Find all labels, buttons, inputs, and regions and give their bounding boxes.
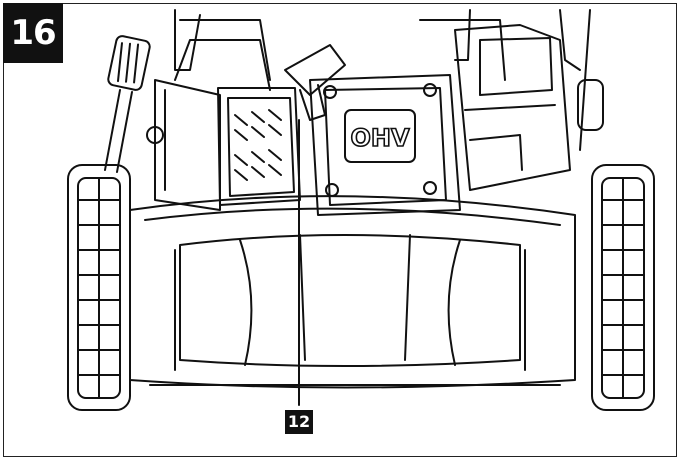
figure-number: 16 [3, 3, 63, 63]
right-side-housing [454, 24, 604, 191]
spark-plug-boot [284, 44, 346, 121]
mower-deck [129, 195, 576, 389]
ohv-badge-label: OHV [350, 124, 409, 152]
air-filter-cover [217, 87, 301, 206]
left-rear-wheel [67, 164, 131, 411]
height-adjust-lever [104, 35, 151, 173]
handle-frame [174, 9, 591, 151]
left-side-housing [146, 39, 271, 211]
right-rear-wheel [591, 164, 655, 411]
callout-label: 12 [285, 410, 313, 434]
